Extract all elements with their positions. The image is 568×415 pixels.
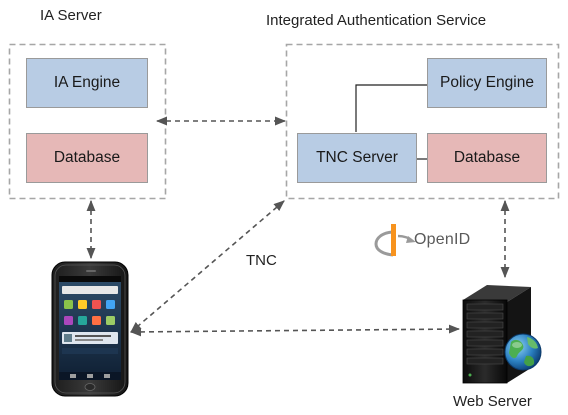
policy-engine-box: Policy Engine (427, 58, 547, 108)
openid-text: OpenID (414, 231, 471, 248)
tnc-label: TNC (246, 252, 277, 269)
phone-to-webserver-arrow (129, 324, 461, 337)
ia-database-box: Database (26, 133, 148, 183)
smartphone-icon (51, 261, 129, 397)
ia-server-title: IA Server (40, 7, 102, 24)
globe-icon (504, 333, 542, 371)
server-tower-icon (462, 285, 531, 384)
tnc-arrow (130, 200, 285, 333)
openid-label: OpenID (410, 231, 470, 249)
tnc-to-policy-line (355, 84, 427, 132)
ia-engine-box: IA Engine (26, 58, 148, 108)
openid-logo-icon (374, 224, 416, 257)
ias-title: Integrated Authentication Service (266, 12, 487, 29)
ias-database-box: Database (427, 133, 547, 183)
tnc-server-box: TNC Server (297, 133, 417, 183)
ias-container (285, 43, 560, 200)
web-server-label: Web Server (453, 393, 532, 410)
